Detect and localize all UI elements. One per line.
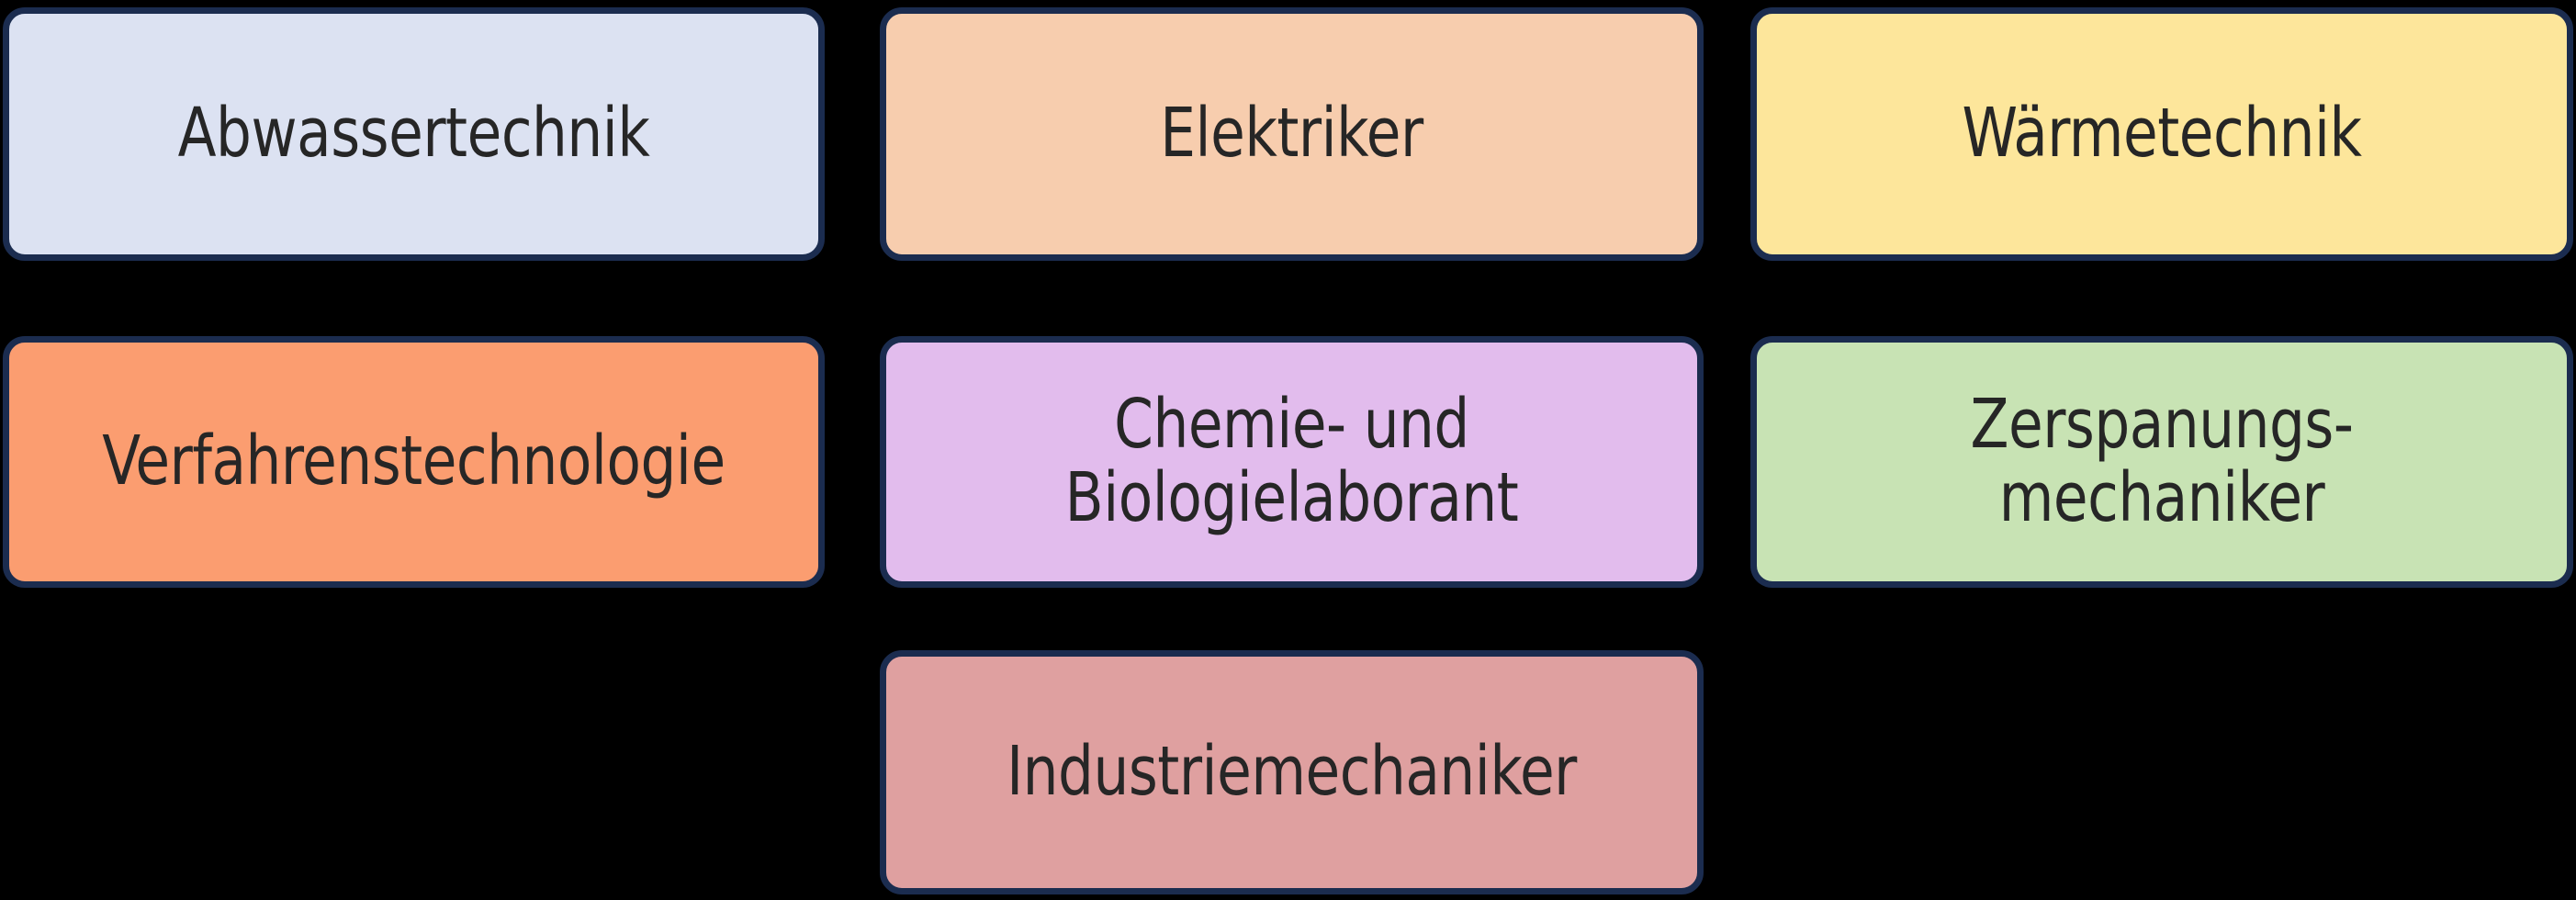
node-label-line-1: Chemie- und xyxy=(1114,385,1469,465)
node-label-line-2: mechaniker xyxy=(1998,458,2325,537)
node-waermetechnik[interactable]: Wärmetechnik xyxy=(1750,7,2573,261)
node-label: Elektriker xyxy=(1160,94,1423,174)
node-label: Chemie- und Biologielaborant xyxy=(934,388,1649,535)
node-elektriker[interactable]: Elektriker xyxy=(880,7,1704,261)
node-zerspanungsmechaniker[interactable]: Zerspanungs- mechaniker xyxy=(1750,336,2573,588)
node-label-line-2: Biologielaborant xyxy=(1064,458,1519,537)
node-verfahrenstechnologie[interactable]: Verfahrenstechnologie xyxy=(3,336,825,588)
node-label: Industriemechaniker xyxy=(1007,732,1577,812)
node-label: Zerspanungs- mechaniker xyxy=(1805,388,2519,535)
node-abwassertechnik[interactable]: Abwassertechnik xyxy=(3,7,825,261)
node-label: Abwassertechnik xyxy=(177,94,650,174)
node-chemie-und-biologielaborant[interactable]: Chemie- und Biologielaborant xyxy=(880,336,1704,588)
node-industriemechaniker[interactable]: Industriemechaniker xyxy=(880,650,1704,894)
node-label: Verfahrenstechnologie xyxy=(102,422,726,501)
node-label: Wärmetechnik xyxy=(1962,94,2362,174)
node-label-line-1: Zerspanungs- xyxy=(1970,385,2354,465)
